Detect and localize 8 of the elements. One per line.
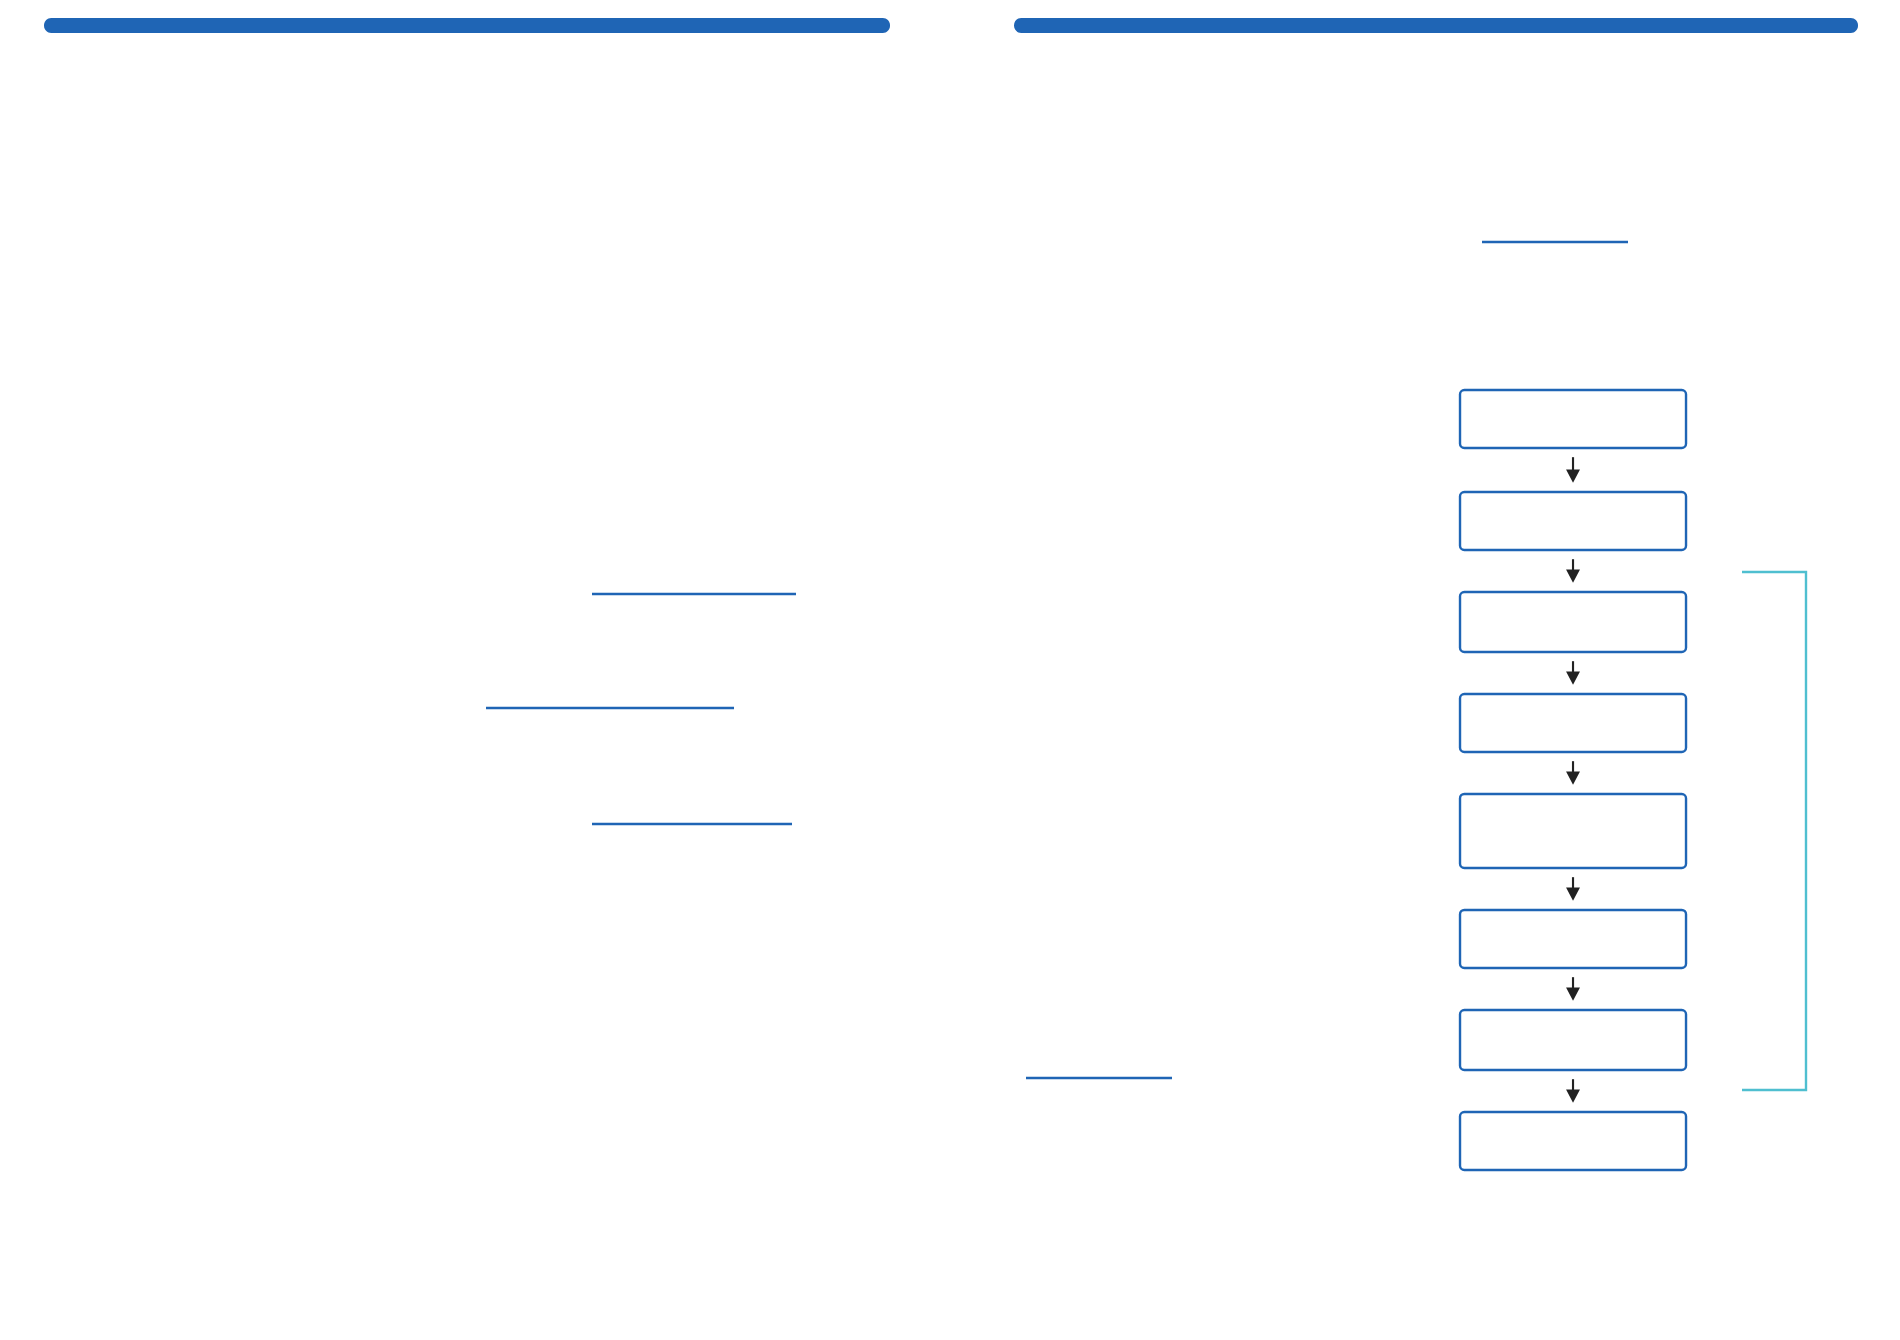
process-box xyxy=(1458,1110,1688,1172)
process-box xyxy=(1458,490,1688,552)
process-box xyxy=(1458,590,1688,654)
process-box xyxy=(1458,908,1688,970)
process-box xyxy=(1458,792,1688,870)
process-box xyxy=(1458,1008,1688,1072)
process-box xyxy=(1458,692,1688,754)
process-box xyxy=(1458,388,1688,450)
